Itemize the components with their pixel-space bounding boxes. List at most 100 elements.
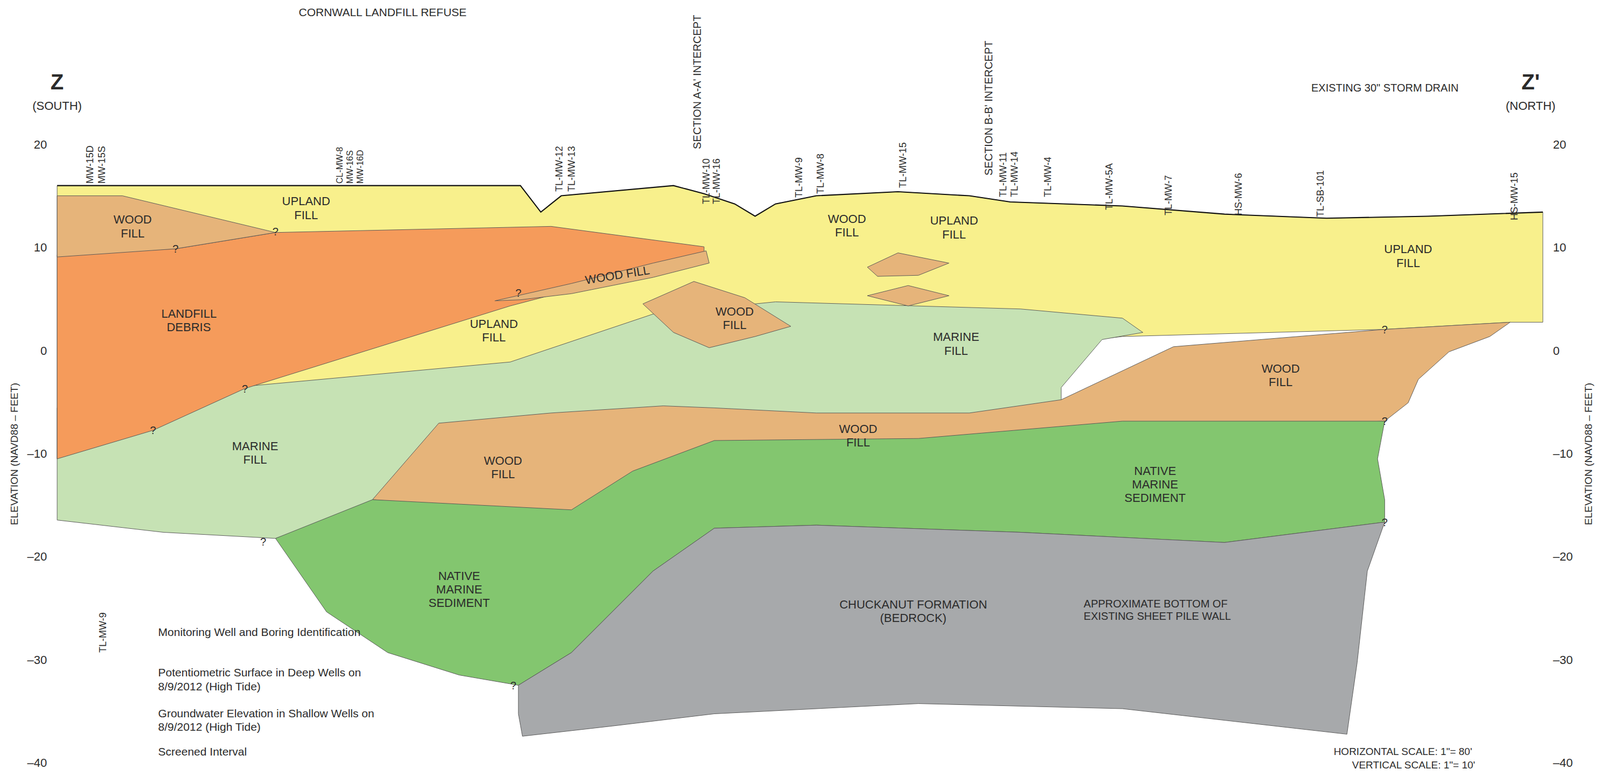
vertical-label: TL-MW-9 — [793, 157, 805, 199]
layer-name: WOOD FILL — [839, 421, 878, 450]
legend-text: Screened Interval — [158, 745, 482, 759]
annotation-label: ? — [1381, 415, 1388, 428]
annotation-label: (NORTH) — [1505, 99, 1556, 113]
annotation-label: APPROXIMATE BOTTOM OF EXISTING SHEET PIL… — [1083, 597, 1246, 623]
layer-label-box: CHUCKANUT FORMATION (BEDROCK) — [832, 596, 994, 626]
layer-label-box: MARINE FILL — [231, 438, 280, 469]
vertical-label: TL-MW-9 — [97, 613, 109, 654]
vertical-label: TL-MW-15 — [897, 142, 909, 189]
vertical-label: MW-15S — [96, 145, 108, 184]
vertical-label: TL-MW-13 — [565, 145, 577, 192]
layer-label-box: NATIVE MARINE SEDIMENT — [1123, 463, 1187, 507]
layer-label-box: WOOD FILL — [1260, 360, 1302, 391]
vertical-label: TL-MW-11 — [997, 151, 1010, 197]
layer-name: UPLAND FILL — [1383, 242, 1432, 270]
vertical-label: SECTION B-B' INTERCEPT — [982, 40, 996, 176]
legend-text: Potentiometric Surface in Deep Wells on … — [158, 665, 372, 693]
layer-label-box: MARINE FILL — [931, 329, 981, 359]
annotation-label: HORIZONTAL SCALE: 1"= 80' — [1333, 746, 1473, 758]
layer-label-box: UPLAND FILL — [468, 315, 519, 346]
annotation-label: –10 — [1553, 447, 1574, 461]
layer-name: MARINE FILL — [933, 330, 980, 358]
vertical-label: MW-15D — [84, 145, 96, 184]
layer-name: CHUCKANUT FORMATION (BEDROCK) — [833, 597, 993, 625]
annotation-label: EXISTING 30" STORM DRAIN — [1311, 81, 1459, 94]
vertical-label: SECTION A-A' INTERCEPT — [690, 14, 704, 149]
vertical-label: MW-16D — [355, 149, 365, 184]
annotation-label: Z' — [1521, 69, 1540, 95]
vertical-label: TL-SB-101 — [1315, 170, 1327, 218]
layer-name: UPLAND FILL — [282, 194, 331, 222]
annotation-label: 0 — [40, 344, 47, 358]
annotation-label: ? — [1381, 516, 1388, 529]
layer-label-box: UPLAND FILL — [281, 193, 332, 224]
annotation-label: CORNWALL LANDFILL REFUSE — [294, 5, 472, 19]
layer-name: WOOD FILL — [483, 453, 523, 482]
annotation-label: –20 — [26, 550, 47, 565]
annotation-label: 10 — [1553, 241, 1567, 255]
annotation-label: 0 — [1553, 344, 1560, 358]
vertical-label: CL-MW-8 — [335, 147, 345, 184]
annotation-label: –30 — [26, 653, 47, 667]
annotation-label: –40 — [1553, 756, 1574, 770]
vertical-label: MW-16S — [344, 150, 355, 184]
layer-label-box: UPLAND FILL — [928, 212, 979, 243]
wood-fill-lens — [867, 253, 950, 277]
annotation-label: –10 — [26, 447, 47, 461]
annotation-label: ? — [272, 225, 279, 238]
annotation-label: –40 — [26, 756, 47, 770]
annotation-label: Z — [50, 69, 64, 95]
annotation-label: ? — [510, 679, 517, 692]
annotation-label: VERTICAL SCALE: 1"= 10' — [1352, 759, 1476, 772]
layer-name: WOOD FILL — [715, 304, 754, 333]
layer-name: LANDFILL DEBRIS — [161, 306, 217, 335]
layer-name: WOOD FILL — [828, 211, 867, 240]
wood-fill-lens — [642, 281, 791, 349]
layer-name: NATIVE MARINE SEDIMENT — [428, 569, 491, 611]
vertical-label: TL-MW-5A — [1103, 163, 1116, 211]
vertical-label: TL-MW-14 — [1008, 151, 1020, 198]
layer-label-box: WOOD FILL — [112, 211, 153, 242]
vertical-label: TL-MW-4 — [1042, 156, 1054, 198]
annotation-label: –20 — [1553, 550, 1574, 565]
layer-name: WOOD FILL — [113, 212, 152, 241]
annotation-label: ? — [150, 424, 157, 437]
legend-text: Groundwater Elevation in Shallow Wells o… — [158, 706, 382, 734]
annotation-label: (SOUTH) — [32, 99, 82, 113]
vertical-label: TL-MW-8 — [815, 153, 827, 194]
annotation-label: ? — [260, 535, 267, 548]
vertical-label: TL-MW-10 — [700, 158, 712, 205]
layer-label-box: LANDFILL DEBRIS — [160, 305, 218, 336]
wood-fill-lens — [867, 285, 950, 306]
annotation-label: ? — [172, 242, 179, 256]
vertical-label: HS-MW-15 — [1508, 172, 1521, 221]
legend-text: Monitoring Well and Boring Identificatio… — [158, 625, 482, 640]
annotation-label: –30 — [1553, 653, 1574, 667]
annotation-label: ? — [1381, 323, 1388, 336]
layer-name: UPLAND FILL — [929, 213, 978, 242]
layer-label-box: UPLAND FILL — [1382, 241, 1433, 271]
layer-label-box: WOOD FILL — [826, 210, 868, 241]
layer-label-box: WOOD FILL — [714, 303, 755, 334]
annotation-label: ? — [241, 382, 248, 395]
vertical-label: ELEVATION (NAVD88 – FEET) — [8, 383, 21, 526]
layer-name: UPLAND FILL — [469, 316, 518, 345]
layer-name: NATIVE MARINE SEDIMENT — [1124, 464, 1186, 506]
layer-name: WOOD FILL — [1261, 362, 1300, 390]
vertical-label: TL-MW-16 — [710, 158, 722, 205]
bedrock-layer — [518, 522, 1385, 737]
vertical-label: HS-MW-6 — [1233, 172, 1245, 216]
annotation-label: ? — [515, 286, 522, 299]
annotation-label: 20 — [1553, 137, 1567, 152]
vertical-label: ELEVATION (NAVD88 – FEET) — [1582, 383, 1595, 526]
layer-label-box: NATIVE MARINE SEDIMENT — [427, 568, 492, 612]
layer-label-box: WOOD FILL — [838, 420, 879, 451]
annotation-label: 10 — [33, 241, 47, 255]
vertical-label: TL-MW-12 — [553, 145, 566, 192]
annotation-label: 20 — [33, 137, 47, 152]
wood-fill-layer — [57, 196, 276, 258]
layer-name: MARINE FILL — [232, 439, 279, 468]
vertical-label: TL-MW-7 — [1162, 175, 1174, 216]
layer-label-box: WOOD FILL — [482, 452, 524, 483]
